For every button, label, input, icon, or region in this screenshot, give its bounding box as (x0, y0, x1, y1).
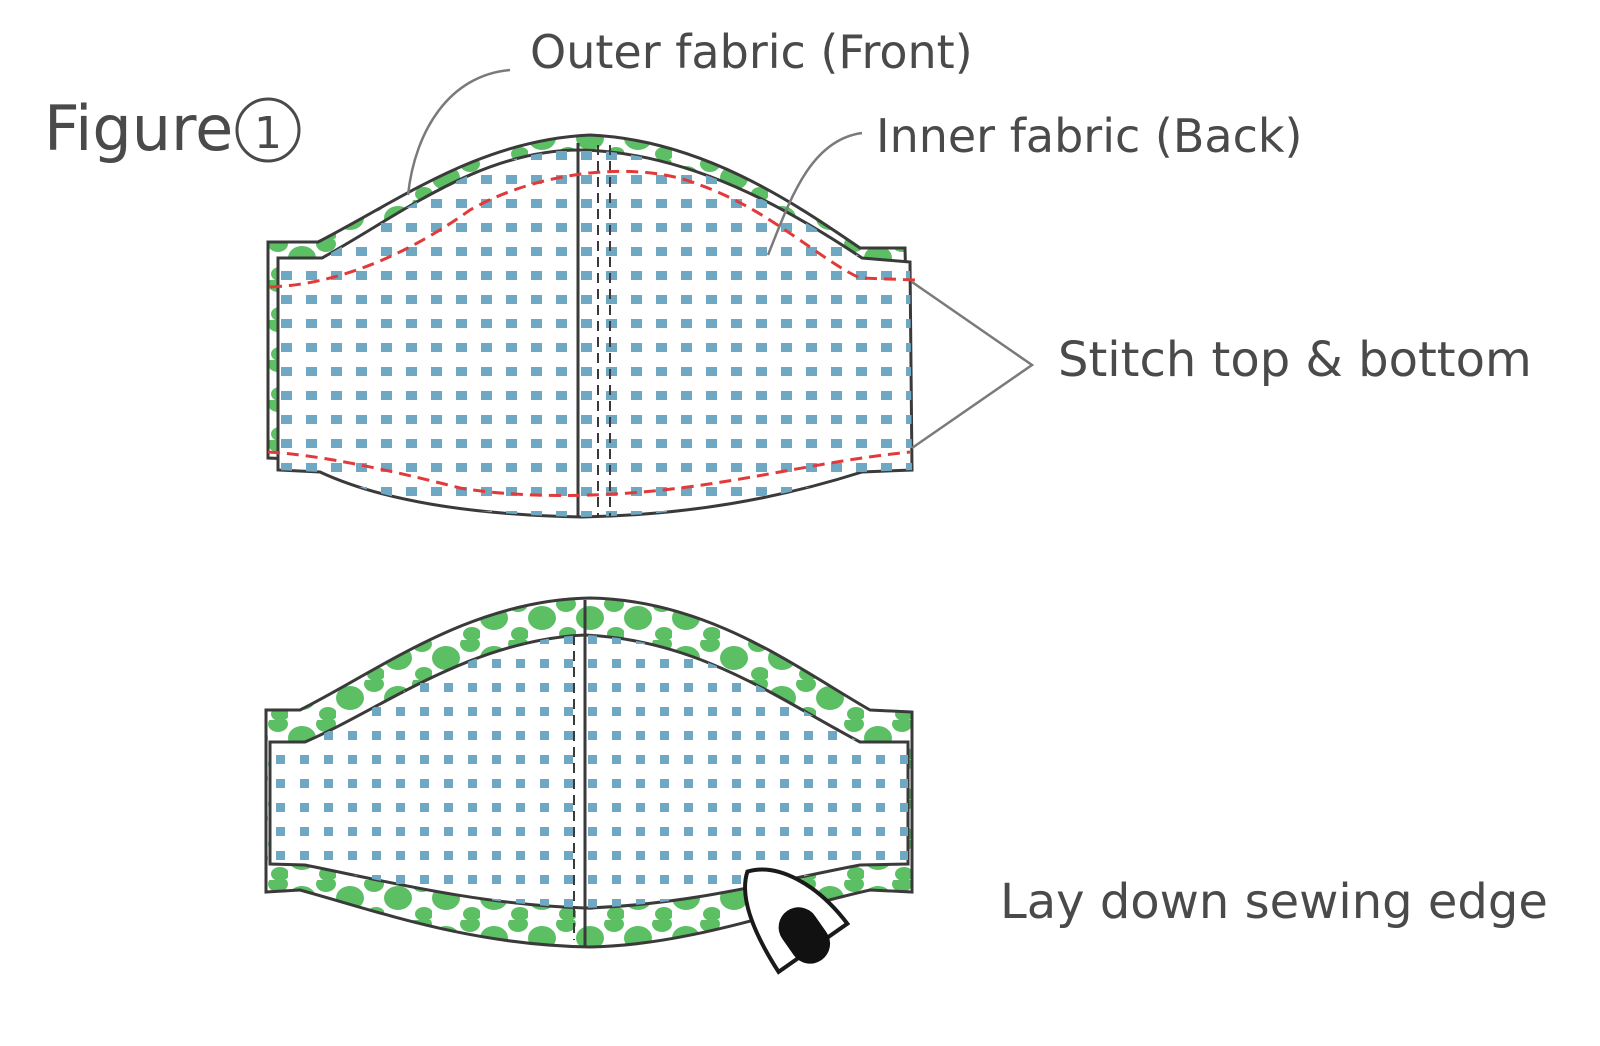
figure-number-circle (235, 97, 301, 163)
iron-icon (743, 867, 851, 975)
label-outer-fabric: Outer fabric (Front) (530, 25, 973, 79)
leader-lines (406, 68, 1035, 450)
label-lay-down: Lay down sewing edge (1000, 874, 1548, 930)
leader-inner-fabric (766, 131, 863, 256)
figure-title-text: Figure (44, 92, 233, 165)
figure-number: 1 (254, 108, 282, 159)
mask-bottom (264, 596, 914, 975)
figure-title: Figure 1 (44, 92, 301, 165)
mask-top (266, 133, 916, 519)
label-inner-fabric: Inner fabric (Back) (876, 109, 1302, 163)
label-stitch: Stitch top & bottom (1058, 332, 1532, 388)
inner-fabric-dots-bottom (270, 635, 908, 908)
inner-fabric-dots (278, 150, 912, 517)
leader-outer-fabric (406, 68, 511, 196)
leader-stitch (911, 280, 1035, 450)
stitch-line-top (269, 169, 916, 289)
stitch-line-bottom (267, 450, 911, 497)
